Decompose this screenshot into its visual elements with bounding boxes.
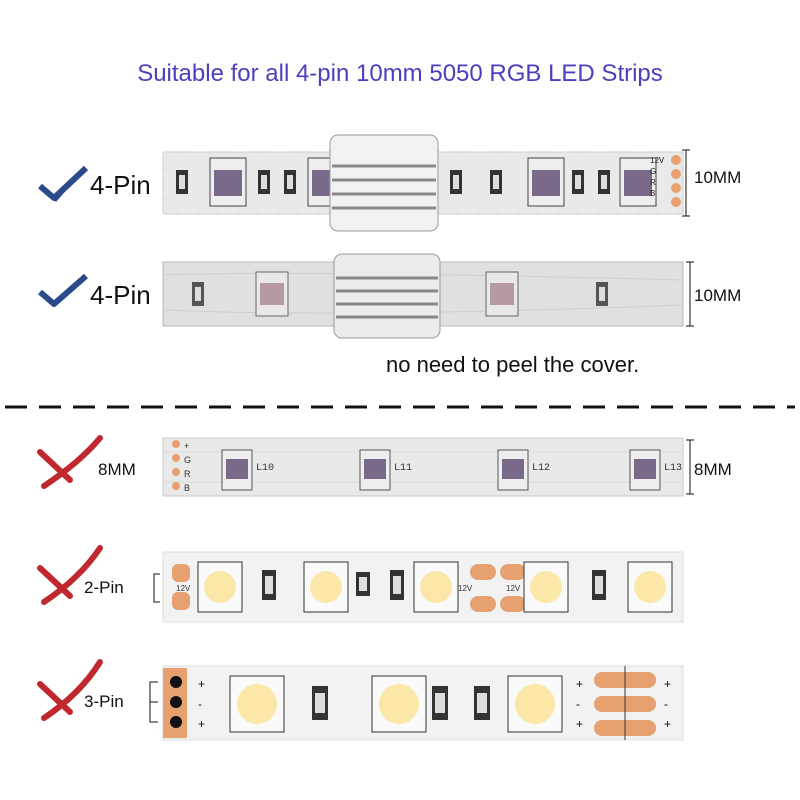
row-label-8mm: 8MM [98, 460, 136, 479]
led-label: L10 [256, 463, 275, 474]
pad-labels: +-+ [198, 677, 206, 731]
dimension-label: 10MM [694, 286, 742, 305]
led-chip [255, 271, 289, 317]
pad-label: 12V [458, 584, 473, 593]
led-chip [209, 157, 247, 207]
led-chip [359, 449, 391, 491]
led-chip [197, 561, 243, 613]
led-label: L11 [394, 463, 413, 474]
pad-label: 12V [176, 584, 191, 593]
led-chip [229, 675, 285, 733]
clip-connector [329, 134, 439, 232]
cross-icon [37, 659, 103, 721]
pad-labels: +-+ [664, 677, 672, 731]
row-label-2pin: 2-Pin [84, 578, 124, 597]
peel-note: no need to peel the cover. [386, 352, 640, 377]
strip-4pin-covered [162, 253, 694, 339]
led-chip [303, 561, 349, 613]
led-chip [371, 675, 427, 733]
led-label: L13 [664, 463, 683, 474]
strip-4pin-top [162, 134, 690, 232]
strip-2pin [153, 551, 684, 623]
led-chip [413, 561, 459, 613]
pad-label: 12V [506, 584, 521, 593]
row-label-4pin-b: 4-Pin [90, 280, 151, 310]
led-chip [497, 449, 529, 491]
led-chip [221, 449, 253, 491]
led-chip [507, 675, 563, 733]
led-chip [485, 271, 519, 317]
page-title: Suitable for all 4-pin 10mm 5050 RGB LED… [137, 60, 663, 87]
dimension-label: 8MM [694, 460, 732, 479]
led-chip [527, 157, 565, 207]
clip-connector [333, 253, 441, 339]
pad-labels: +-+ [576, 677, 584, 731]
row-label-4pin-a: 4-Pin [90, 170, 151, 200]
dimension-label: 10MM [694, 168, 742, 187]
led-chip [523, 561, 569, 613]
row-label-3pin: 3-Pin [84, 692, 124, 711]
strip-8mm [162, 437, 694, 497]
cross-icon [37, 545, 103, 605]
led-chip [629, 449, 661, 491]
led-chip [627, 561, 673, 613]
check-icon [38, 273, 88, 307]
cross-icon [37, 435, 103, 489]
led-chip [619, 157, 657, 207]
strip-3pin [149, 665, 684, 741]
led-label: L12 [532, 463, 551, 474]
